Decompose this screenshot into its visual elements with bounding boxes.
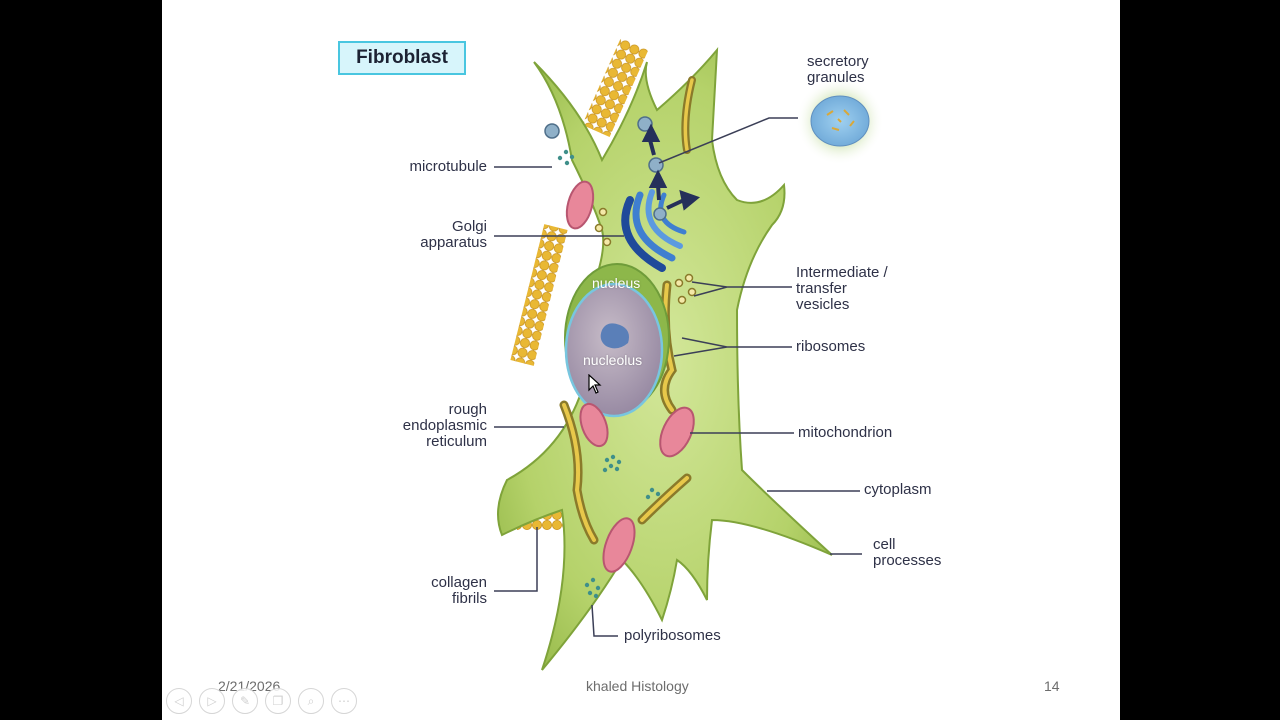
secretion-arrows <box>641 123 701 211</box>
collagen-fibril-left <box>510 224 568 366</box>
label-rough-er: rough endoplasmic reticulum <box>402 401 487 450</box>
previous-icon[interactable]: ◁ <box>166 688 192 714</box>
fibroblast-diagram <box>494 38 884 671</box>
label-cytoplasm: cytoplasm <box>864 481 932 498</box>
slide: Fibroblast microtubule Golgi apparatus r… <box>162 0 1120 720</box>
label-transfer-vesicles: Intermediate / transfer vesicles <box>796 264 888 313</box>
slides-icon[interactable]: ❐ <box>265 688 291 714</box>
page-number: 14 <box>1044 678 1060 694</box>
slide-title: Fibroblast <box>338 41 466 75</box>
footer-title: khaled Histology <box>586 678 689 694</box>
label-golgi-apparatus: Golgi apparatus <box>420 218 487 251</box>
label-nucleus: nucleus <box>592 275 641 291</box>
mitochondria <box>565 180 695 573</box>
slideshow-controls: ◁ ▷ ✎ ❐ ⌕ ⋯ <box>166 688 357 714</box>
label-cell-processes: cell processes <box>873 536 942 569</box>
label-nucleolus: nucleolus <box>583 352 643 368</box>
label-collagen-fibrils: collagen fibrils <box>431 574 487 607</box>
label-ribosomes: ribosomes <box>796 338 866 355</box>
collagen-fibril-top <box>582 38 649 138</box>
leader-lines <box>494 117 862 637</box>
transfer-vesicles <box>594 207 697 305</box>
nucleolus <box>600 323 629 349</box>
footer-date: 2/21/2026 <box>218 678 281 694</box>
pen-icon[interactable]: ✎ <box>232 688 258 714</box>
label-polyribosomes: polyribosomes <box>624 627 721 644</box>
mouse-cursor-icon <box>588 374 602 394</box>
cell-granules <box>544 116 667 221</box>
rough-er <box>559 76 696 545</box>
label-mitochondrion: mitochondrion <box>798 424 893 441</box>
zoom-icon[interactable]: ⌕ <box>298 688 324 714</box>
label-secretory-granules: secretory granules <box>807 53 869 86</box>
more-icon[interactable]: ⋯ <box>331 688 357 714</box>
polyribosomes <box>557 149 661 599</box>
next-icon[interactable]: ▷ <box>199 688 225 714</box>
secretory-granule-detail <box>796 77 884 165</box>
label-microtubule: microtubule <box>409 158 487 175</box>
